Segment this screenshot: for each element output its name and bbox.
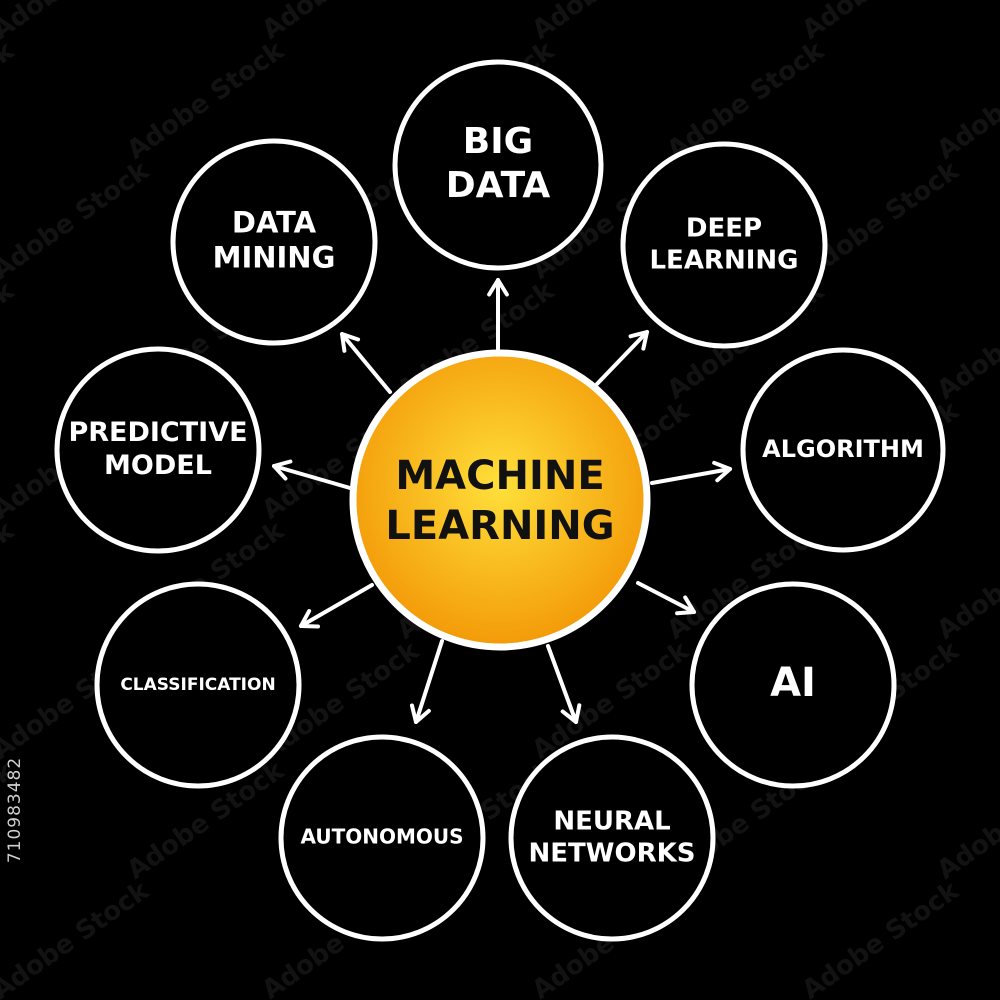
watermark-text: Adobe Stock: [0, 515, 20, 645]
node-label-big-data: DATA: [446, 165, 551, 206]
node-label-classification: CLASSIFICATION: [120, 675, 275, 695]
node-classification: CLASSIFICATION: [94, 581, 302, 789]
central-node-label: LEARNING: [385, 503, 614, 549]
arrow-to-classification: [299, 583, 374, 629]
watermark-text: Adobe Stock: [0, 275, 20, 405]
watermark-text: Adobe Stock: [0, 35, 20, 165]
arrow-to-predictive-model: [272, 459, 352, 490]
node-label-ai: AI: [770, 660, 816, 706]
node-label-predictive-model: PREDICTIVE: [68, 417, 247, 448]
watermark-text: Adobe Stock: [527, 0, 695, 46]
watermark-text: Adobe Stock: [932, 35, 1000, 165]
node-label-big-data: BIG: [463, 121, 533, 162]
watermark-text: Adobe Stock: [797, 0, 965, 46]
node-circle-autonomous: [278, 734, 486, 942]
node-circle-classification: [94, 581, 302, 789]
central-node-label: MACHINE: [395, 453, 604, 499]
arrow-to-data-mining: [340, 332, 392, 394]
node-label-deep-learning: DEEP: [686, 214, 762, 244]
arrow-to-deep-learning: [595, 330, 649, 386]
node-label-predictive-model: MODEL: [104, 450, 212, 481]
watermark-text: Adobe Stock: [0, 0, 155, 46]
arrow-to-ai: [636, 581, 696, 616]
node-label-data-mining: MINING: [213, 241, 336, 275]
node-label-neural-networks: NETWORKS: [529, 838, 696, 868]
arrow-to-algorithm: [650, 460, 732, 485]
node-ai: AI: [689, 581, 897, 789]
arrow-to-autonomous: [409, 639, 444, 724]
watermark-text: Adobe Stock: [797, 875, 965, 1000]
watermark-text: Adobe Stock: [0, 875, 155, 1000]
watermark-text: Adobe Stock: [257, 0, 425, 46]
node-circle-big-data: [392, 59, 604, 271]
arrow-to-big-data: [487, 278, 509, 352]
node-circle-ai: [689, 581, 897, 789]
node-algorithm: ALGORITHM: [740, 347, 946, 553]
watermark-text: Adobe Stock: [932, 755, 1000, 885]
watermark-text: Adobe Stock: [0, 155, 155, 285]
node-label-algorithm: ALGORITHM: [762, 435, 924, 463]
central-node: MACHINE LEARNING: [349, 349, 651, 651]
connector-arrows: [272, 278, 732, 724]
node-autonomous: AUTONOMOUS: [278, 734, 486, 942]
node-circle-neural-networks: [508, 734, 716, 942]
outer-nodes: BIGDATADEEPLEARNINGALGORITHMAINEURALNETW…: [54, 59, 946, 942]
watermark-text: Adobe Stock: [932, 275, 1000, 405]
node-label-autonomous: AUTONOMOUS: [300, 825, 463, 849]
arrow-to-neural-networks: [546, 644, 582, 724]
node-label-data-mining: DATA: [232, 205, 317, 239]
node-circle-data-mining: [170, 138, 378, 346]
central-node-circle: [349, 349, 651, 651]
node-label-neural-networks: NEURAL: [553, 807, 670, 837]
node-circle-algorithm: [740, 347, 946, 553]
node-circle-deep-learning: [620, 141, 828, 349]
node-label-deep-learning: LEARNING: [649, 245, 798, 275]
stock-id: 710983482: [5, 756, 26, 864]
node-circle-predictive-model: [54, 346, 262, 554]
watermark-text: Adobe Stock: [932, 515, 1000, 645]
